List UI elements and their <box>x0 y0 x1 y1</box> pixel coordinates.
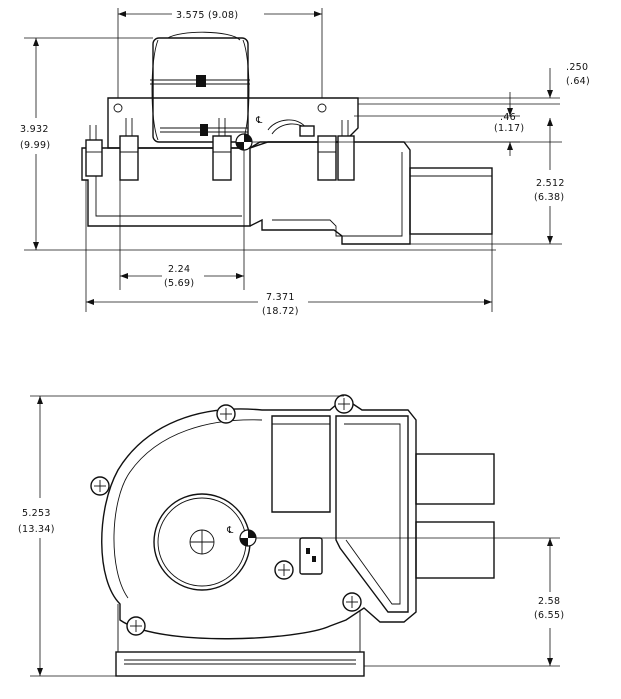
dim-height-left-in: 3.932 <box>20 124 49 135</box>
dim-height-258-mm: (6.55) <box>534 610 564 621</box>
electrical-connector <box>299 537 323 575</box>
center-of-gravity-mark-plan: ℄ <box>226 525 257 547</box>
dim-width-7371-in: 7.371 <box>266 292 295 303</box>
dim-width-224-mm: (5.69) <box>164 278 194 289</box>
dim-width-224-in: 2.24 <box>168 264 190 275</box>
side-elevation-view: ℄ <box>20 8 590 317</box>
dim-width-top: 3.575 (9.08) <box>176 10 238 21</box>
dim-height-258-in: 2.58 <box>538 596 560 607</box>
dim-height-5253-in: 5.253 <box>22 508 51 519</box>
wire-harness <box>267 119 315 137</box>
dim-offset-46-mm: (1.17) <box>494 123 524 134</box>
dim-height-5253-mm: (13.34) <box>18 524 55 535</box>
dim-offset-250-in: .250 <box>566 62 588 73</box>
screw <box>274 560 294 580</box>
dim-height-2512-mm: (6.38) <box>534 192 564 203</box>
motor-coil <box>150 31 250 143</box>
dim-width-7371-mm: (18.72) <box>262 306 299 317</box>
screw <box>90 476 110 496</box>
outlet-tube <box>409 167 493 235</box>
centerline-symbol-plan: ℄ <box>226 525 234 536</box>
centerline-symbol: ℄ <box>255 115 263 126</box>
base-rail <box>115 651 365 677</box>
dim-height-2512-in: 2.512 <box>536 178 565 189</box>
impeller <box>153 493 251 591</box>
plan-view: ℄ 5.253 (13.34) <box>18 394 564 677</box>
dim-offset-250-mm: (.64) <box>566 76 590 87</box>
screw <box>334 394 354 414</box>
center-of-gravity-mark <box>235 133 253 151</box>
screw <box>126 616 146 636</box>
dim-height-left-mm: (9.99) <box>20 140 50 151</box>
screws <box>90 394 362 636</box>
plan-view-dimensions: 5.253 (13.34) 2.58 (6.55) <box>18 395 564 677</box>
screw <box>342 592 362 612</box>
scroll-housing <box>101 397 417 652</box>
outlet-duct <box>271 415 495 613</box>
mounting-studs <box>85 118 355 181</box>
screw <box>216 404 236 424</box>
top-view-dimensions: 3.575 (9.08) 3.932 (9.99) .250 (.64) <box>20 8 590 317</box>
dim-offset-46-in: .46 <box>500 112 516 123</box>
